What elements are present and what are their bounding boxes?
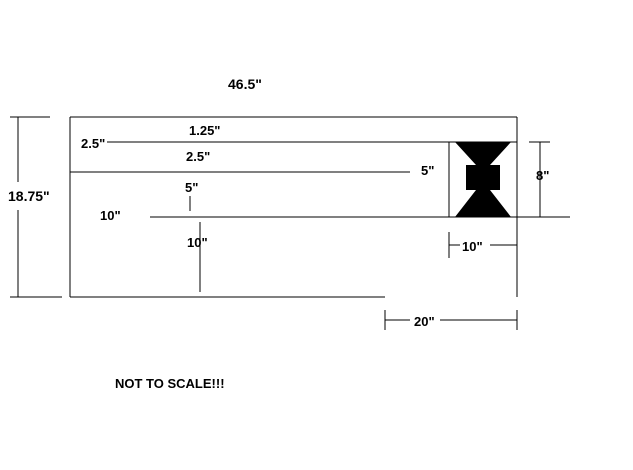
gap-right-label: 5" <box>421 163 434 178</box>
not-to-scale-note: NOT TO SCALE!!! <box>115 376 225 391</box>
box-height-label: 8" <box>536 168 549 183</box>
overall-height-label: 18.75" <box>8 188 50 204</box>
gap-center-label: 5" <box>185 180 198 195</box>
left-small-label: 2.5" <box>81 136 105 151</box>
top-strip-label: 1.25" <box>189 123 220 138</box>
bottom-ten-label: 10" <box>187 235 208 250</box>
left-ten-label: 10" <box>100 208 121 223</box>
bottom-right-width-label: 20" <box>414 314 435 329</box>
inner-small-label: 2.5" <box>186 149 210 164</box>
hourglass-fixture-icon <box>455 142 511 217</box>
overall-width-label: 46.5" <box>228 76 262 92</box>
box-width-label: 10" <box>462 239 483 254</box>
